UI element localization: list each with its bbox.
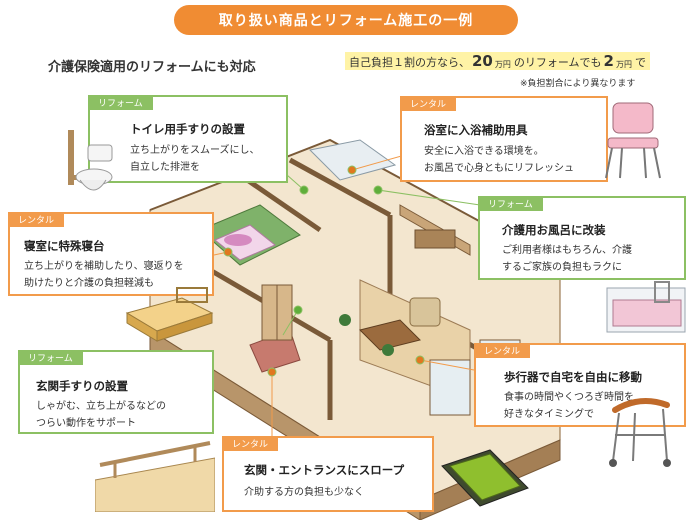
card-tag: レンタル: [400, 96, 457, 111]
card-bath-aid[interactable]: レンタル 浴室に入浴補助用具 安全に入浴できる環境を。 お風呂で心身ともにリフレ…: [400, 96, 608, 182]
card-line-2: するご家族の負担もラクに: [502, 262, 622, 273]
copay-unit2: 万円: [615, 60, 632, 69]
card-line-1: 立ち上がりを補助したり、寝返りを: [24, 261, 184, 272]
card-bath-reform[interactable]: リフォーム 介護用お風呂に改装 ご利用者様はもちろん、介護 するご家族の負担もラ…: [478, 196, 686, 280]
walker-icon: [609, 398, 671, 467]
handrail-icon: [95, 441, 215, 512]
card-title: トイレ用手すりの設置: [130, 122, 245, 136]
card-tag: レンタル: [8, 212, 65, 227]
copay-middle: のリフォームでも: [513, 56, 602, 69]
card-walker[interactable]: レンタル 歩行器で自宅を自由に移動 食事の時間やくつろぎ時間を 好きなタイミング…: [474, 343, 686, 427]
bath-chair-icon: [605, 102, 661, 179]
copay-amount2: 2: [603, 52, 614, 70]
card-title: 寝室に特殊寝台: [24, 239, 105, 253]
card-line-1: 立ち上がりをスムーズにし、: [130, 145, 260, 156]
copay-suffix: で: [634, 56, 646, 69]
card-line-2: 好きなタイミングで: [504, 409, 594, 420]
card-title: 玄関手すりの設置: [36, 379, 128, 393]
footnote: ※負担割合により異なります: [520, 79, 636, 89]
slope-icon: [441, 449, 529, 507]
card-tag: リフォーム: [478, 196, 543, 211]
card-tag: レンタル: [222, 436, 279, 451]
card-bedroom-bed[interactable]: レンタル 寝室に特殊寝台 立ち上がりを補助したり、寝返りを 助けたりと介護の負担…: [8, 212, 214, 296]
card-title: 浴室に入浴補助用具: [424, 123, 528, 137]
copay-note: 自己負担１割の方なら、 20 万円 のリフォームでも 2 万円 で: [345, 52, 650, 70]
card-tag: レンタル: [474, 343, 531, 358]
copay-unit1: 万円: [494, 60, 511, 69]
card-line-2: つらい動作をサポート: [36, 418, 136, 429]
page-title: 取り扱い商品とリフォーム施工の一例: [174, 5, 518, 35]
subtitle: 介護保険適用のリフォームにも対応: [48, 60, 256, 75]
card-entrance-slope[interactable]: レンタル 玄関・エントランスにスロープ 介助する方の負担も少なく: [222, 436, 434, 512]
card-tag: リフォーム: [88, 95, 153, 110]
card-line-1: ご利用者様はもちろん、介護: [502, 245, 632, 256]
card-toilet-handrail[interactable]: リフォーム トイレ用手すりの設置 立ち上がりをスムーズにし、 自立した排泄を: [88, 95, 288, 183]
card-tag: リフォーム: [18, 350, 83, 365]
toilet-icon: [68, 130, 113, 191]
card-line-2: 自立した排泄を: [130, 162, 200, 173]
card-line-1: 介助する方の負担も少なく: [244, 487, 364, 498]
card-line-1: 食事の時間やくつろぎ時間を: [504, 392, 634, 403]
bathtub-icon: [606, 281, 686, 333]
card-line-1: 安全に入浴できる環境を。: [424, 146, 544, 157]
card-line-2: 助けたりと介護の負担軽減も: [24, 278, 154, 289]
copay-amount1: 20: [472, 52, 493, 70]
care-bed-icon: [125, 287, 214, 342]
copay-prefix: 自己負担１割の方なら、: [349, 56, 470, 69]
card-title: 歩行器で自宅を自由に移動: [504, 370, 642, 384]
card-title: 介護用お風呂に改装: [502, 223, 606, 237]
card-title: 玄関・エントランスにスロープ: [244, 463, 405, 477]
card-line-1: しゃがむ、立ち上がるなどの: [36, 401, 166, 412]
card-entrance-handrail[interactable]: リフォーム 玄関手すりの設置 しゃがむ、立ち上がるなどの つらい動作をサポート: [18, 350, 214, 434]
card-line-2: お風呂で心身ともにリフレッシュ: [424, 163, 574, 174]
